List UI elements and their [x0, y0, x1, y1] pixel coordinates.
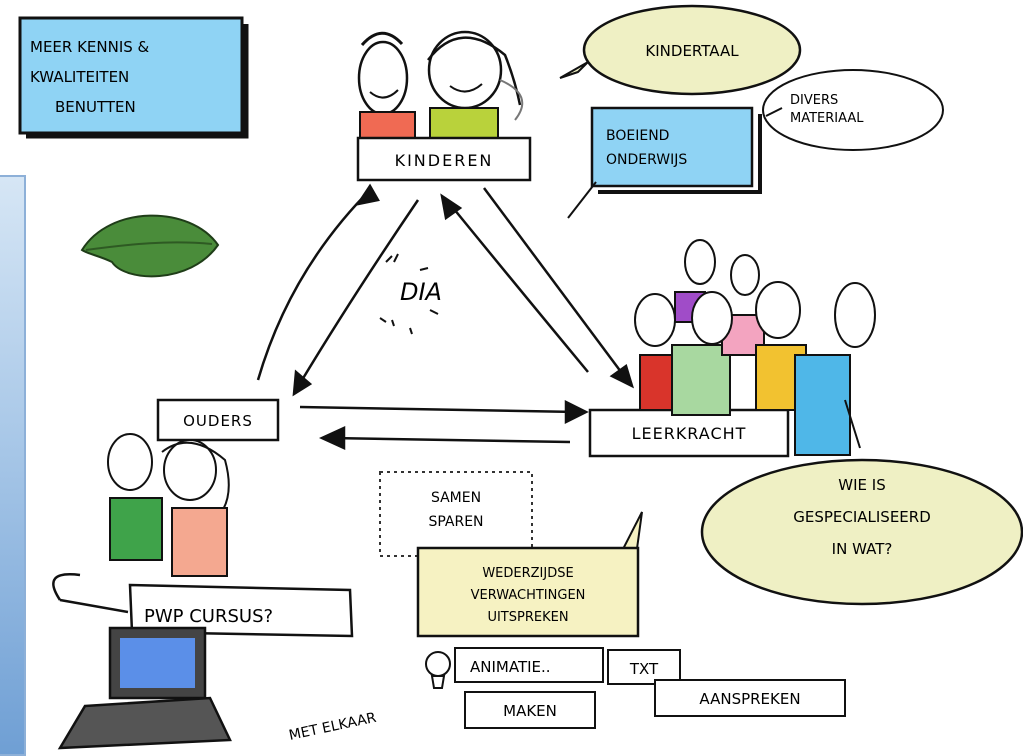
- verwachtingen-line-1: WEDERZIJDSE: [482, 566, 573, 581]
- met-elkaar-label: MET ELKAAR: [288, 710, 378, 744]
- verwachtingen-line-3: UITSPREKEN: [487, 610, 568, 625]
- animatie-label: ANIMATIE..: [470, 658, 551, 676]
- center-label: DIA: [400, 278, 442, 306]
- laptop-icon: [57, 626, 232, 750]
- boeiend-onderwijs-note: BOEIEND ONDERWIJS: [567, 106, 762, 219]
- maken-label: MAKEN: [503, 702, 557, 720]
- kinderen-label: KINDEREN: [395, 151, 494, 170]
- kinderen-figures: [357, 30, 524, 143]
- center-dia: DIA: [379, 253, 442, 335]
- leaf-icon: [80, 214, 220, 278]
- samen-line-1: SAMEN: [431, 490, 481, 506]
- top-note: MEER KENNIS & KWALITEITEN BENUTTEN: [18, 16, 249, 139]
- divers-line-1: DIVERS: [790, 93, 838, 108]
- specialiseerd-bubble: WIE IS GESPECIALISEERD IN WAT?: [700, 399, 1023, 606]
- top-note-line-2: KWALITEITEN: [30, 68, 129, 86]
- verwachtingen-note: WEDERZIJDSE VERWACHTINGEN UITSPREKEN: [416, 511, 643, 638]
- specialiseerd-line-3: IN WAT?: [832, 540, 893, 558]
- boeiend-line-1: BOEIEND: [606, 128, 669, 144]
- top-note-line-3: BENUTTEN: [55, 98, 136, 116]
- triangle-arrows: [256, 183, 635, 450]
- bottom-labels: ANIMATIE.. TXT MET ELKAAR MAKEN AANSPREK…: [288, 647, 846, 744]
- specialiseerd-line-2: GESPECIALISEERD: [793, 508, 931, 526]
- verwachtingen-line-2: VERWACHTINGEN: [471, 588, 586, 603]
- pwp-text: PWP CURSUS?: [144, 606, 273, 627]
- boeiend-line-2: ONDERWIJS: [606, 152, 687, 168]
- samen-sparen-note: SAMEN SPAREN: [379, 471, 533, 557]
- pwp-cursus-label: PWP CURSUS?: [52, 573, 354, 638]
- aanspreken-label: AANSPREKEN: [699, 690, 800, 708]
- leerkracht-label: LEERKRACHT: [632, 424, 747, 443]
- samen-line-2: SPAREN: [428, 514, 483, 530]
- divers-line-2: MATERIAAL: [790, 111, 864, 126]
- kindertaal-bubble: KINDERTAAL: [559, 4, 802, 96]
- leerkracht-figures: [634, 239, 876, 456]
- ouders-label: OUDERS: [183, 412, 253, 430]
- txt-label: TXT: [629, 660, 659, 678]
- kindertaal-label: KINDERTAAL: [645, 42, 739, 60]
- specialiseerd-line-1: WIE IS: [838, 476, 885, 494]
- divers-materiaal-bubble: DIVERS MATERIAAL: [762, 69, 944, 151]
- top-note-line-1: MEER KENNIS &: [30, 38, 150, 56]
- lightbulb-icon: [425, 651, 451, 689]
- side-panel: [0, 175, 26, 756]
- ouders-figures: [107, 433, 230, 577]
